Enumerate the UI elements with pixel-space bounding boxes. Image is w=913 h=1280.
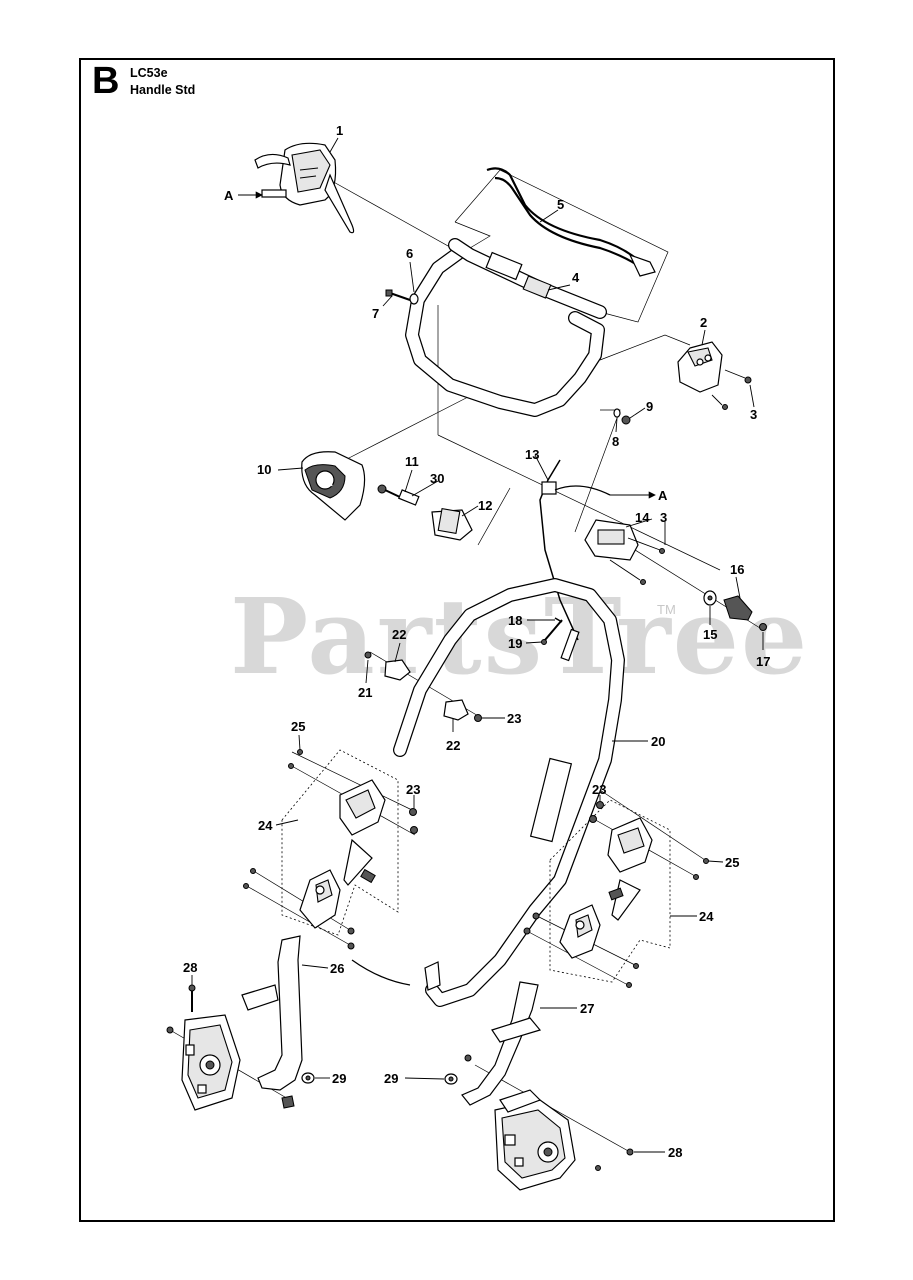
mounting-bracket-right[interactable] [494,1089,576,1191]
reference-a-right[interactable]: A [658,488,668,503]
screws-25-left[interactable] [288,749,303,769]
callout-1[interactable]: 1 [336,123,343,138]
brake-cable-upper[interactable] [539,459,656,641]
callout-5[interactable]: 5 [557,197,564,212]
handle-bracket-14[interactable] [584,519,665,585]
callout-3-top[interactable]: 3 [750,407,757,422]
callout-20[interactable]: 20 [651,734,665,749]
cable-bracket[interactable] [677,341,723,393]
callout-10[interactable]: 10 [257,462,271,477]
callout-4[interactable]: 4 [572,270,580,285]
callout-labels: 1 2 3 3 4 5 6 7 8 9 10 11 12 13 14 15 16… [183,123,770,1160]
callout-9[interactable]: 9 [646,399,653,414]
callout-28-right[interactable]: 28 [668,1145,682,1160]
callout-15[interactable]: 15 [703,627,717,642]
cable-clip-22-upper[interactable] [384,659,411,681]
callout-27[interactable]: 27 [580,1001,594,1016]
nut-9[interactable] [621,415,631,425]
logo-cover[interactable] [301,451,366,521]
nuts-23-left[interactable] [243,808,418,950]
callout-14[interactable]: 14 [635,510,650,525]
brake-bail[interactable] [486,167,656,277]
callout-16[interactable]: 16 [730,562,744,577]
callout-12[interactable]: 12 [478,498,492,513]
callout-23-right[interactable]: 23 [592,782,606,797]
lower-arm-right[interactable] [461,981,542,1106]
callout-24-right[interactable]: 24 [699,909,714,924]
pin-11[interactable] [377,484,403,499]
bolt-28-left[interactable] [166,984,295,1109]
screws-25-right[interactable] [693,858,709,880]
spacer-19b[interactable] [560,628,580,662]
callout-21[interactable]: 21 [358,685,372,700]
clamp-12[interactable] [431,507,473,541]
callout-23-left[interactable]: 23 [406,782,420,797]
callout-25-left[interactable]: 25 [291,719,305,734]
washer-18[interactable] [554,617,563,623]
callout-19[interactable]: 19 [508,636,522,651]
callout-3-bracket[interactable]: 3 [660,510,667,525]
watermark-trademark: TM [657,602,676,617]
cable-clip-22-lower[interactable] [443,699,469,721]
sleeve-30[interactable] [398,489,420,506]
callout-24-left[interactable]: 24 [258,818,273,833]
callout-22-lower[interactable]: 22 [446,738,460,753]
reference-a-left[interactable]: A [224,188,234,203]
lower-handle[interactable] [393,578,625,1007]
washer-8[interactable] [613,408,621,418]
lower-arm-left[interactable] [241,935,411,1091]
callout-8[interactable]: 8 [612,434,619,449]
diagram-frame [79,58,835,1222]
callout-29-right[interactable]: 29 [384,1071,398,1086]
mounting-bracket-left[interactable] [181,1014,241,1111]
washer-6[interactable] [409,293,419,305]
callout-2[interactable]: 2 [700,315,707,330]
callout-28-left[interactable]: 28 [183,960,197,975]
screw-19[interactable] [541,619,563,645]
bolt-28-right[interactable] [464,1054,634,1171]
height-adjuster-left[interactable] [281,749,399,936]
nuts-23-right[interactable] [523,801,639,988]
callout-18[interactable]: 18 [508,613,522,628]
callout-25-right[interactable]: 25 [725,855,739,870]
control-box[interactable] [254,142,355,234]
nut-23-clip[interactable] [474,714,482,722]
callout-6[interactable]: 6 [406,246,413,261]
height-adjuster-right[interactable] [549,799,671,983]
spacer-29-right[interactable] [444,1073,458,1085]
section-title: Handle Std [130,83,196,97]
bolt-7[interactable] [385,289,411,301]
callout-29-left[interactable]: 29 [332,1071,346,1086]
callout-30[interactable]: 30 [430,471,444,486]
bolt-17[interactable] [759,623,767,631]
callout-7[interactable]: 7 [372,306,379,321]
screws-3-top[interactable] [711,369,752,410]
leader-lines [191,137,764,1153]
callout-17[interactable]: 17 [756,654,770,669]
callout-26[interactable]: 26 [330,961,344,976]
knob-16[interactable] [723,595,753,621]
washer-15[interactable] [703,590,717,606]
model-name: LC53e [130,66,168,80]
section-letter: B [92,60,120,102]
screw-21[interactable] [364,651,372,659]
callout-23-clip[interactable]: 23 [507,711,521,726]
callout-13[interactable]: 13 [525,447,539,462]
callout-11[interactable]: 11 [405,454,419,469]
callout-22-upper[interactable]: 22 [392,627,406,642]
spacer-29-left[interactable] [301,1072,315,1084]
